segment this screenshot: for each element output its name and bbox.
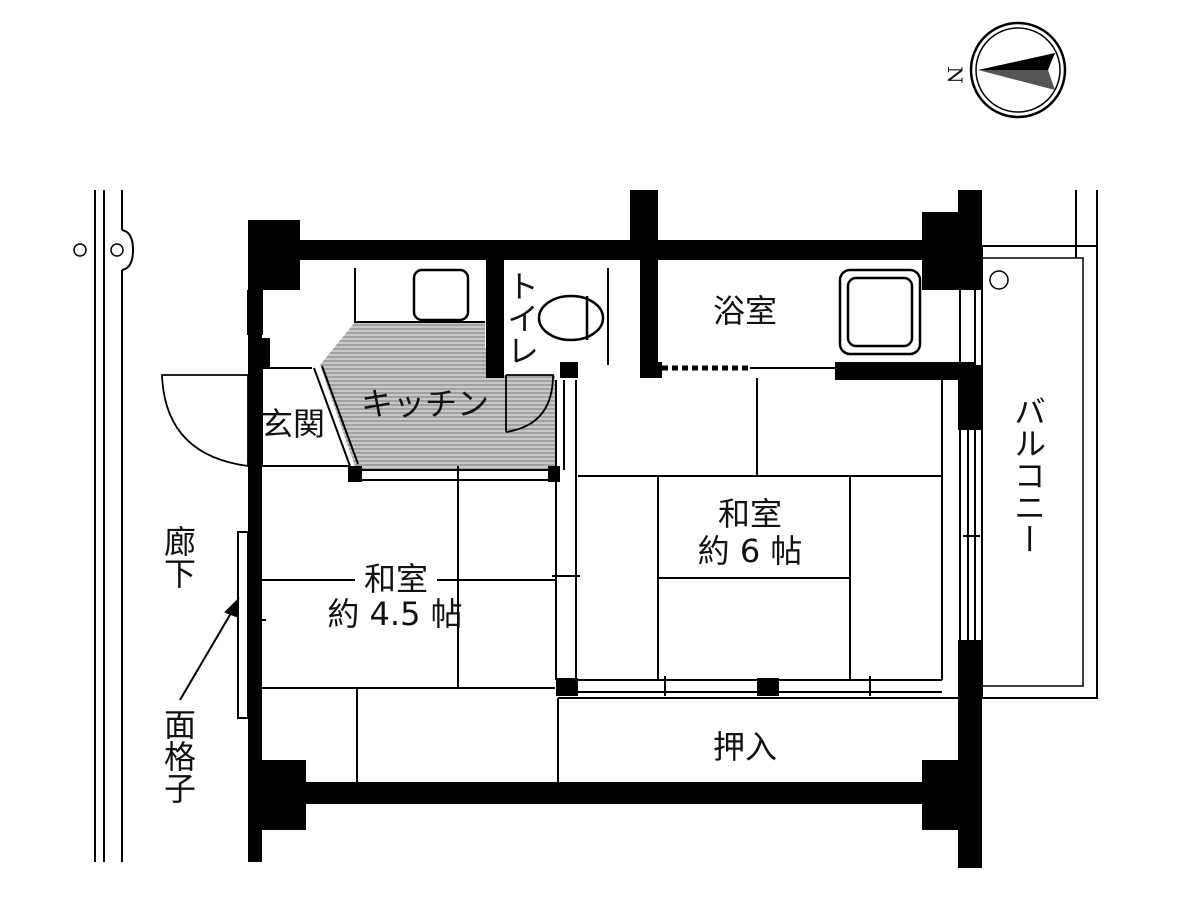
label-bathroom: 浴室	[713, 292, 777, 330]
label-lattice: 面格子	[159, 708, 197, 804]
compass-icon	[969, 21, 1067, 119]
label-corridor: 廊下	[159, 525, 197, 589]
label-washitsu-large-size: 約 6 帖	[698, 532, 803, 570]
label-bg-small	[355, 562, 437, 596]
north-label: N	[943, 66, 967, 84]
label-toilet: トイレ	[502, 270, 540, 366]
label-closet: 押入	[713, 728, 777, 766]
label-washitsu-large-name: 和室	[718, 495, 782, 533]
label-entrance: 玄関	[261, 405, 325, 443]
lattice-pointer-arrow	[179, 597, 240, 701]
walls	[248, 190, 982, 868]
tatami-lines	[240, 268, 980, 782]
label-washitsu-small-name: 和室	[364, 560, 428, 598]
fixtures	[412, 268, 922, 356]
corridor-lines	[73, 190, 135, 862]
label-kitchen: キッチン	[361, 385, 489, 423]
balcony-railing	[981, 190, 1098, 699]
label-balcony: バルコニー	[1009, 395, 1047, 555]
label-washitsu-small-size: 約 4.5 帖	[327, 595, 462, 633]
